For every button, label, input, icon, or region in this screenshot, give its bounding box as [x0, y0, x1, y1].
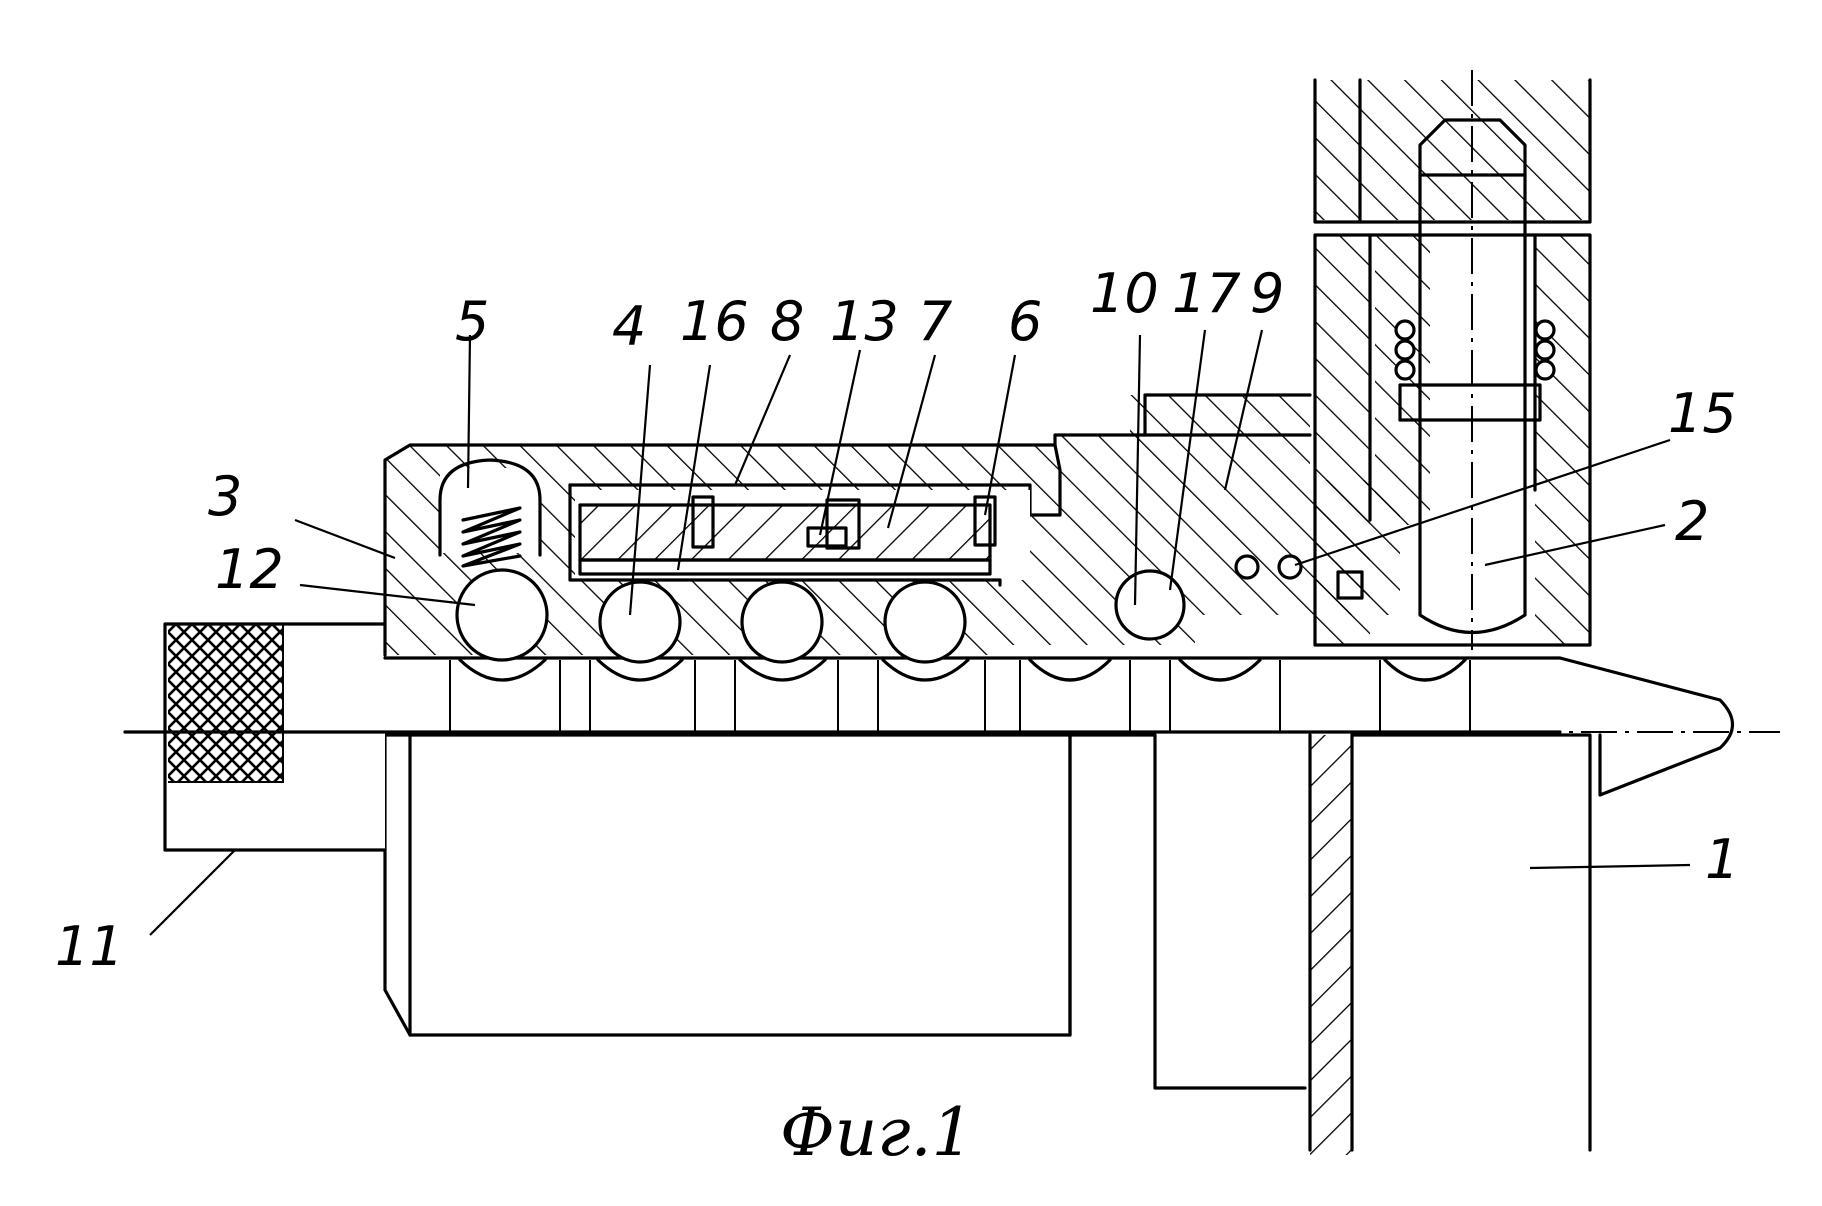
right-block: [1308, 70, 1592, 1155]
label-10: 10: [1090, 262, 1159, 325]
label-6: 6: [1008, 290, 1042, 353]
label-7: 7: [918, 290, 952, 353]
label-15: 15: [1668, 382, 1737, 445]
label-4: 4: [612, 295, 646, 358]
ball-race: [123, 554, 1735, 797]
label-13: 13: [830, 290, 899, 353]
figure-caption: Фиг.1: [780, 1094, 974, 1171]
label-12: 12: [215, 538, 284, 601]
label-17: 17: [1172, 262, 1241, 325]
label-5: 5: [455, 290, 489, 353]
label-16: 16: [680, 290, 749, 353]
lower-body: [383, 733, 1307, 1090]
leader-lines: [149, 329, 1691, 936]
label-11: 11: [55, 915, 124, 978]
part-labels: 1 2 3 4 5 6 7 8 9 10 11 12 13 15 16 17: [55, 262, 1739, 978]
sleeve-7: [578, 495, 997, 562]
label-2: 2: [1675, 490, 1709, 553]
label-8: 8: [770, 290, 804, 353]
spring-5: [461, 506, 522, 568]
label-3: 3: [208, 465, 242, 528]
shaft-11: [163, 622, 387, 852]
strip-16: [578, 558, 992, 576]
label-9: 9: [1250, 262, 1284, 325]
label-1: 1: [1705, 828, 1739, 891]
